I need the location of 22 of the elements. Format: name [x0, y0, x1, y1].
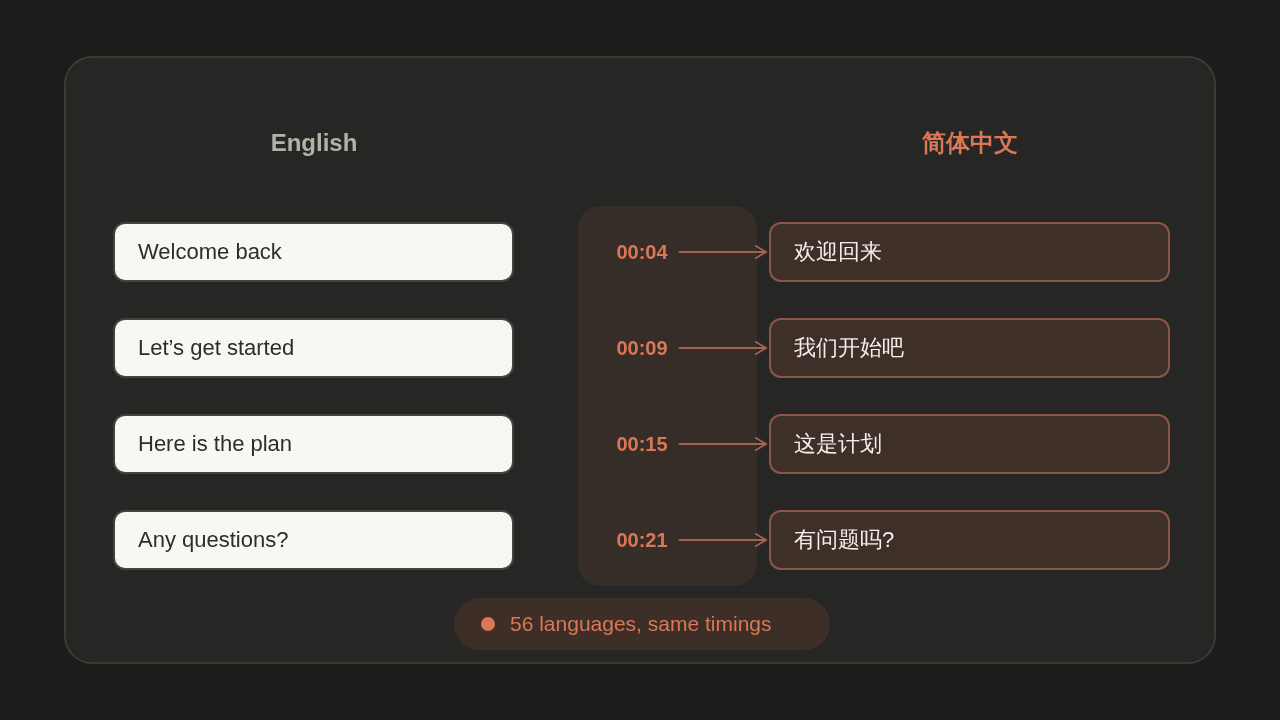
timestamp: 00:09 [616, 336, 668, 360]
subtitle-box: Here is the plan [113, 414, 514, 474]
arrow [678, 437, 767, 451]
summary-pill [454, 598, 830, 650]
translated-subtitle-box: 欢迎回来 [769, 222, 1170, 282]
arrow [678, 533, 767, 547]
column-heading: 简体中文 [922, 128, 1018, 158]
summary-text: 56 languages, same timings [510, 612, 772, 636]
timestamp: 00:04 [616, 240, 668, 264]
subtitle-box: Let’s get started [113, 318, 514, 378]
arrow [678, 341, 767, 355]
timestamp: 00:21 [616, 528, 668, 552]
translated-subtitle-box: 这是计划 [769, 414, 1170, 474]
translated-subtitle-box: 我们开始吧 [769, 318, 1170, 378]
timestamp-column [578, 206, 757, 586]
column-heading: English [270, 128, 358, 158]
timestamp: 00:15 [616, 432, 668, 456]
card-panel [64, 56, 1216, 664]
subtitle-box: Welcome back [113, 222, 514, 282]
translated-subtitle-box: 有问题吗? [769, 510, 1170, 570]
subtitle-box: Any questions? [113, 510, 514, 570]
arrow [678, 245, 767, 259]
